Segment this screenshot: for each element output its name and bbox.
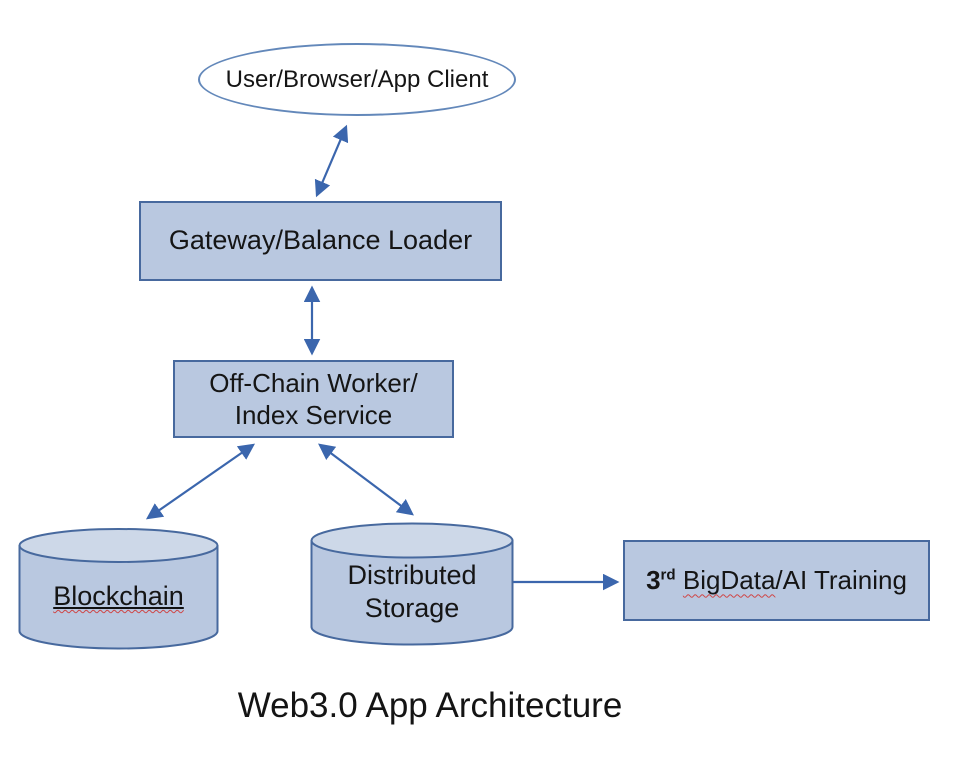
edge-offchain-storage <box>318 443 414 516</box>
offchain-label-line1: Off-Chain Worker/ <box>209 367 418 398</box>
node-bigdata-ai-training: 3rd BigData/AI Training <box>623 540 930 621</box>
bigdata-label-misspelled: BigData <box>682 565 776 596</box>
blockchain-label: Blockchain <box>53 580 184 614</box>
node-offchain-worker-index-service: Off-Chain Worker/ Index Service <box>173 360 454 438</box>
diagram-title: Web3.0 App Architecture <box>237 686 623 725</box>
bigdata-label-prefix: 3 <box>646 565 661 596</box>
storage-label-line2: Storage <box>364 593 460 624</box>
client-label: User/Browser/App Client <box>225 65 489 93</box>
node-blockchain: Blockchain <box>18 527 219 650</box>
edge-offchain-blockchain <box>145 443 256 520</box>
offchain-label-line2: Index Service <box>234 400 393 430</box>
storage-label-line1: Distributed <box>347 559 477 590</box>
bigdata-label-rest: /AI Training <box>775 565 907 596</box>
node-user-browser-app-client: User/Browser/App Client <box>198 43 516 116</box>
blockchain-label-wrap: Blockchain <box>18 544 219 650</box>
bigdata-label-ordinal: rd <box>660 566 676 584</box>
blockchain-cylinder-shape <box>18 528 219 650</box>
node-gateway-balance-loader: Gateway/Balance Loader <box>139 201 502 281</box>
edge-client-gateway <box>314 124 349 198</box>
bigdata-label: 3rd BigData/AI Training <box>646 564 907 597</box>
storage-cylinder-shape <box>310 522 514 646</box>
offchain-label: Off-Chain Worker/ Index Service <box>209 367 418 432</box>
blockchain-label-text: Blockchain <box>53 581 184 612</box>
gateway-label: Gateway/Balance Loader <box>168 225 473 256</box>
node-distributed-storage: Distributed Storage <box>310 521 514 646</box>
storage-label-wrap: Distributed Storage <box>310 539 514 647</box>
